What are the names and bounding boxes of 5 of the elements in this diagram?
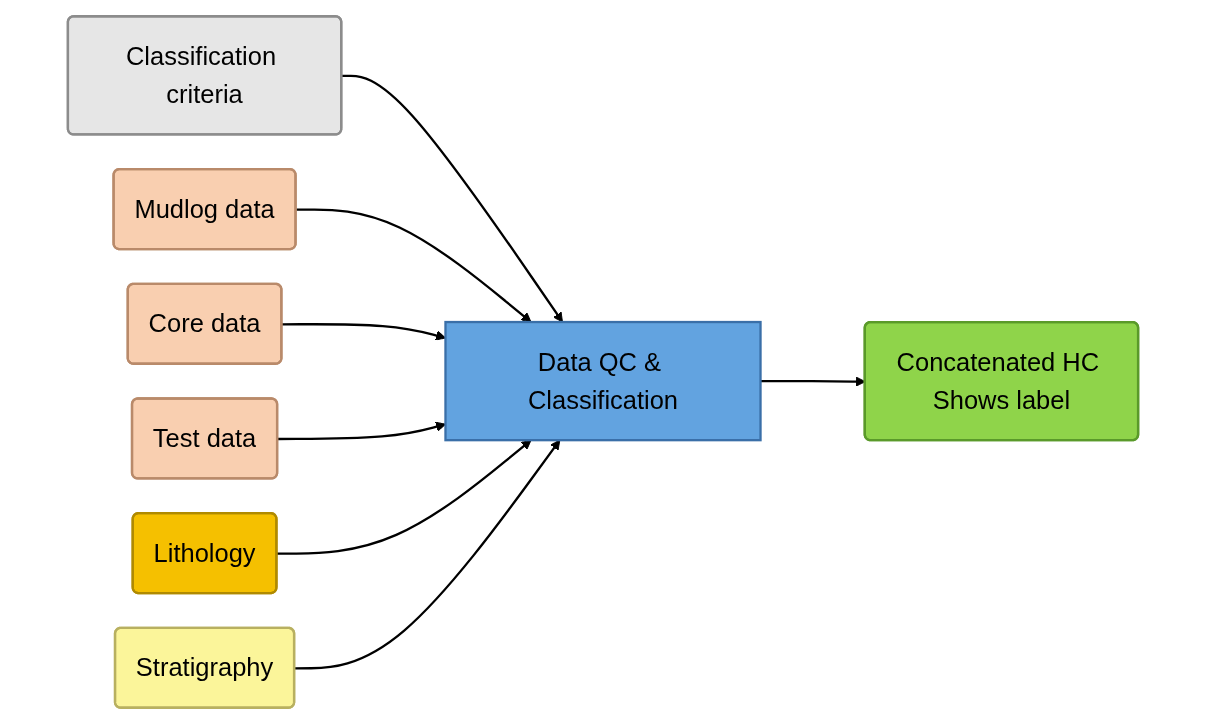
node-box: Data QC & Classification [444, 320, 762, 442]
arrow [277, 421, 446, 441]
arrow [341, 74, 563, 323]
arrow [281, 323, 446, 341]
arrow [296, 208, 532, 323]
